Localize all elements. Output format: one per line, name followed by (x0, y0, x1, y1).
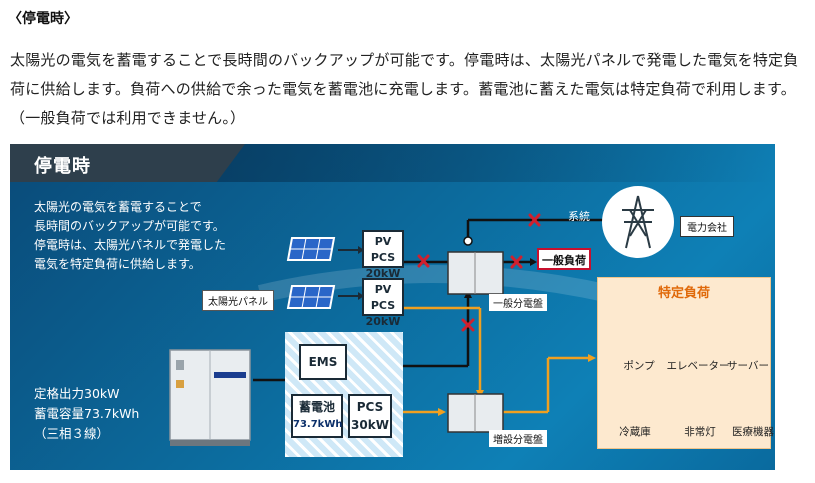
battery-capacity: 73.7kWh (293, 419, 343, 430)
device-label-elevator: エレベーター (666, 360, 730, 372)
pv-pcs-1-capacity: 20kW (365, 267, 401, 280)
section-heading: 〈停電時〉 (8, 11, 78, 27)
extension-panel-label: 増設分電盤 (489, 430, 547, 447)
pv-pcs-1: PV PCS 20kW (362, 230, 404, 280)
power-company-label: 電力会社 (680, 216, 734, 237)
diagram-title: 停電時 (34, 156, 91, 177)
solar-panel-icon-2 (286, 285, 336, 309)
pv-pcs-2-capacity: 20kW (365, 315, 401, 328)
solar-panel-label: 太陽光パネル (202, 290, 274, 311)
battery-unit-icon (169, 349, 251, 446)
special-load-title: 特定負荷 (657, 286, 710, 301)
general-panel-label: 一般分電盤 (489, 294, 547, 311)
grid-line-label: 系統 (568, 210, 590, 223)
intro-paragraph: 太陽光の電気を蓄電することで長時間のバックアップが可能です。停電時は、太陽光パネ… (10, 51, 799, 127)
title-tab (10, 144, 245, 182)
blocked-marks (417, 213, 541, 332)
system-spec: 定格出力30kW 蓄電容量73.7kWh （三相３線） (34, 386, 140, 441)
device-label-server: サーバー (727, 360, 769, 372)
pv-pcs-2: PV PCS 20kW (362, 278, 404, 328)
diagram-description: 太陽光の電気を蓄電することで 長時間のバックアップが可能です。 停電時は、太陽光… (34, 200, 227, 271)
battery-box: 蓄電池 73.7kWh (291, 394, 343, 438)
device-label-pump: ポンプ (623, 360, 655, 372)
pcs-box: PCS 30kW (348, 394, 392, 438)
pcs-capacity: 30kW (351, 418, 389, 432)
ems-box: EMS (299, 344, 347, 380)
pv-pcs-2-name: PV PCS (370, 283, 396, 312)
device-label-medical: 医療機器 (732, 426, 774, 438)
power-outage-diagram: 停電時 太陽光の電気を蓄電することで 長時間のバックアップが可能です。 停電時は… (10, 144, 775, 470)
pv-pcs-1-name: PV PCS (370, 235, 396, 264)
special-load-panel: 特定負荷 (597, 277, 771, 449)
battery-name: 蓄電池 (298, 400, 335, 414)
device-label-emergency-light: 非常灯 (684, 426, 716, 438)
power-tower-icon (622, 195, 654, 249)
solar-panel-icon-1 (286, 237, 336, 261)
pcs-name: PCS (356, 400, 384, 414)
general-load-box: 一般負荷 (537, 248, 591, 270)
device-label-refrigerator: 冷蔵庫 (619, 426, 651, 438)
